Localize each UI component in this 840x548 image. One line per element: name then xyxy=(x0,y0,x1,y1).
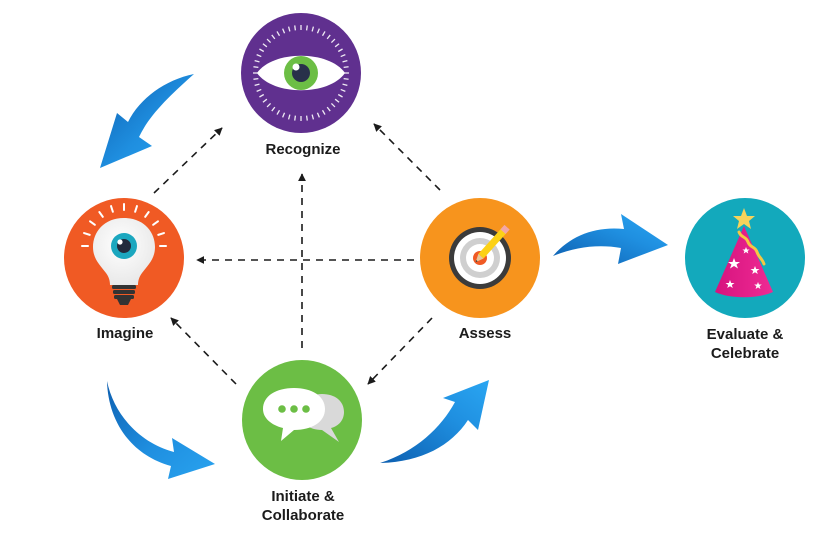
assess-label: Assess xyxy=(458,325,512,342)
evaluate-celebrate-label: Evaluate & Celebrate xyxy=(706,326,784,362)
flow-arrow-imagine-to-initiate xyxy=(107,381,215,479)
flow-arrow-recognize-to-imagine xyxy=(100,74,194,168)
initiate-collaborate-label: Initiate & Collaborate xyxy=(261,488,345,524)
flow-arrows xyxy=(100,74,668,479)
flow-arrow-initiate-to-assess xyxy=(380,380,489,463)
node-evaluate xyxy=(685,198,805,318)
chat-bubbles-icon xyxy=(263,388,344,442)
connector-assess-to-initiate xyxy=(367,317,433,385)
eye-icon xyxy=(253,25,349,121)
node-initiate xyxy=(242,360,362,480)
party-hat-icon xyxy=(715,208,773,298)
flow-arrow-assess-to-evaluate xyxy=(553,214,668,264)
node-assess xyxy=(420,198,540,318)
node-imagine xyxy=(64,198,184,318)
connector-assess-to-recognize xyxy=(373,123,441,191)
node-recognize xyxy=(241,13,361,133)
recognize-label: Recognize xyxy=(265,141,341,158)
connector-initiate-to-imagine xyxy=(170,317,237,385)
target-icon xyxy=(449,224,511,289)
dashed-connectors xyxy=(153,123,441,385)
connector-imagine-to-recognize xyxy=(153,127,223,194)
imagine-label: Imagine xyxy=(96,325,154,342)
lightbulb-icon xyxy=(81,203,167,305)
